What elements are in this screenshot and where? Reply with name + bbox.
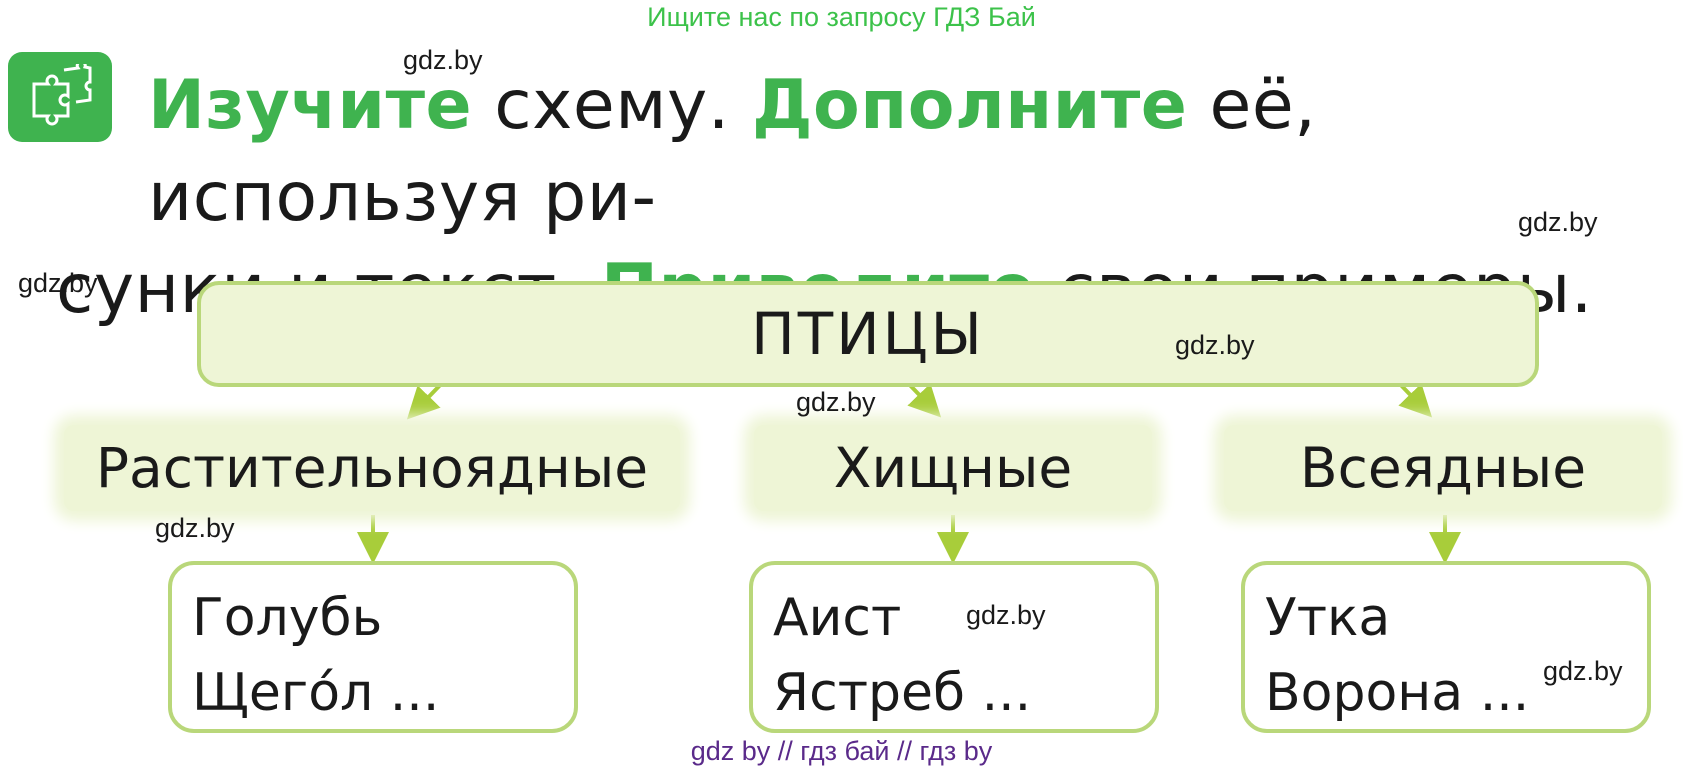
keyword-study: Изучите — [148, 66, 473, 145]
root-label: ПТИЦЫ — [751, 300, 985, 368]
examples-herbivores: Голубь Щего́л ... — [168, 561, 578, 733]
watermark: gdz.by — [1175, 330, 1255, 360]
watermark: gdz.by — [403, 45, 483, 75]
task-text-1: схему. — [472, 66, 752, 145]
example-item: Ворона ... — [1265, 663, 1530, 723]
category-predators: Хищные — [754, 425, 1152, 511]
example-item: Ястреб ... — [773, 663, 1032, 723]
root-node — [197, 281, 1539, 387]
example-item: Аист — [773, 588, 902, 648]
watermark: gdz.by — [1518, 207, 1598, 237]
task-icon-badge — [8, 52, 112, 142]
keyword-complete: Дополните — [751, 66, 1188, 145]
category-herbivores: Растительноядные — [64, 425, 680, 511]
watermark: gdz.by — [796, 387, 876, 417]
watermark: gdz.by — [1543, 656, 1623, 686]
category-omnivores: Всеядные — [1224, 425, 1662, 511]
task-heading-line-1: Изучите схему. Дополните её, используя р… — [56, 60, 1676, 244]
watermark: gdz.by — [155, 513, 235, 543]
footer-links: gdz by // гдз бай // гдз by — [690, 736, 993, 766]
examples-omnivores: Утка Ворона ... — [1241, 561, 1651, 733]
puzzle-icon — [32, 64, 92, 126]
task-text-2: её, используя ри- — [148, 66, 1317, 237]
example-item: Голубь — [192, 588, 383, 648]
examples-predators: Аист Ястреб ... — [749, 561, 1159, 733]
watermark: gdz.by — [18, 268, 98, 298]
example-item: Щего́л ... — [192, 663, 440, 723]
example-item: Утка — [1265, 588, 1391, 648]
watermark: gdz.by — [966, 600, 1046, 630]
search-hint: Ищите нас по запросу ГДЗ Бай — [647, 2, 1036, 32]
